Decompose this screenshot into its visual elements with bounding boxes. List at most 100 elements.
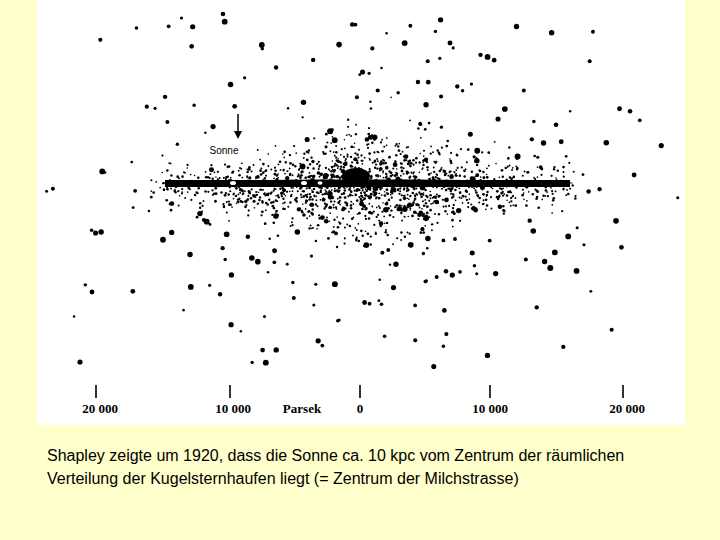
star-dot [363, 191, 366, 194]
star-dot [482, 171, 485, 174]
star-dot [375, 196, 377, 198]
star-dot [445, 189, 448, 192]
star-dot [423, 102, 428, 107]
star-dot [408, 163, 410, 165]
star-dot [215, 176, 217, 178]
star-dot [436, 149, 439, 152]
star-dot [434, 162, 436, 164]
star-dot [323, 152, 326, 155]
star-dot [449, 160, 452, 163]
star-dot [316, 205, 318, 207]
star-dot [369, 170, 371, 172]
star-dot [453, 171, 455, 173]
star-dot [248, 168, 251, 171]
star-dot [275, 210, 278, 213]
star-dot [479, 170, 482, 173]
star-dot [360, 195, 363, 198]
star-dot [163, 189, 165, 191]
star-dot [217, 171, 219, 173]
star-dot [306, 194, 308, 196]
star-dot [335, 206, 337, 208]
star-dot [494, 141, 496, 143]
star-dot [209, 167, 214, 172]
star-dot [176, 175, 179, 178]
star-dot [245, 204, 247, 206]
star-dot [447, 213, 449, 215]
star-dot [381, 139, 383, 141]
star-dot [255, 259, 261, 265]
star-dot [229, 190, 231, 192]
star-dot [238, 170, 240, 172]
star-dot [308, 187, 310, 189]
star-dot [573, 171, 575, 173]
star-dot [507, 157, 510, 160]
star-dot [99, 169, 105, 175]
star-dot [302, 213, 306, 217]
star-dot [502, 191, 504, 193]
star-dot [253, 200, 256, 203]
star-dot [459, 220, 461, 222]
star-dot [567, 193, 570, 196]
star-dot [205, 176, 208, 179]
star-dot [442, 169, 445, 172]
star-dot [436, 187, 438, 189]
star-dot [299, 175, 301, 177]
star-dot [346, 134, 348, 136]
star-dot [407, 194, 409, 196]
star-dot [198, 187, 200, 189]
star-dot [549, 30, 554, 35]
star-dot [241, 162, 243, 164]
star-dot [197, 176, 200, 179]
star-dot [420, 227, 424, 231]
star-dot [287, 206, 289, 208]
star-dot [331, 189, 333, 191]
star-dot [328, 221, 330, 223]
star-dot [486, 195, 488, 197]
star-dot [284, 173, 286, 175]
star-dot [316, 228, 318, 230]
star-dot [553, 168, 555, 170]
star-dot [407, 163, 410, 166]
star-dot [239, 167, 241, 169]
star-dot [231, 206, 233, 208]
star-dot [403, 188, 405, 190]
star-dot [406, 187, 408, 189]
star-dot [256, 175, 260, 179]
star-dot [403, 195, 405, 197]
star-dot [289, 162, 292, 165]
star-dot [268, 199, 270, 201]
star-dot [148, 210, 150, 212]
star-dot [353, 217, 355, 219]
star-dot [551, 204, 553, 206]
star-dot [356, 161, 359, 164]
star-dot [361, 160, 363, 162]
star-dot [376, 167, 378, 169]
star-dot [569, 188, 571, 190]
star-dot [334, 155, 336, 157]
star-dot [456, 208, 461, 213]
star-dot [638, 118, 642, 122]
star-dot [628, 109, 633, 114]
star-dot [130, 289, 135, 294]
star-dots [45, 12, 679, 369]
star-dot [301, 210, 304, 213]
star-dot [458, 188, 460, 190]
star-dot [478, 202, 480, 204]
star-dot [265, 169, 267, 171]
star-dot [582, 173, 585, 176]
star-dot [339, 196, 342, 199]
star-dot [301, 171, 303, 173]
star-dot [311, 191, 313, 193]
star-dot [422, 167, 424, 169]
star-dot [73, 315, 75, 317]
star-dot [377, 299, 380, 302]
star-dot [401, 219, 403, 221]
star-dot [477, 195, 479, 197]
star-dot [397, 188, 400, 191]
star-dot [338, 319, 341, 322]
star-dot [228, 82, 234, 88]
star-dot [424, 128, 427, 131]
star-dot [385, 166, 389, 170]
star-dot [419, 207, 421, 209]
axis-value: 20 000 [82, 401, 118, 416]
